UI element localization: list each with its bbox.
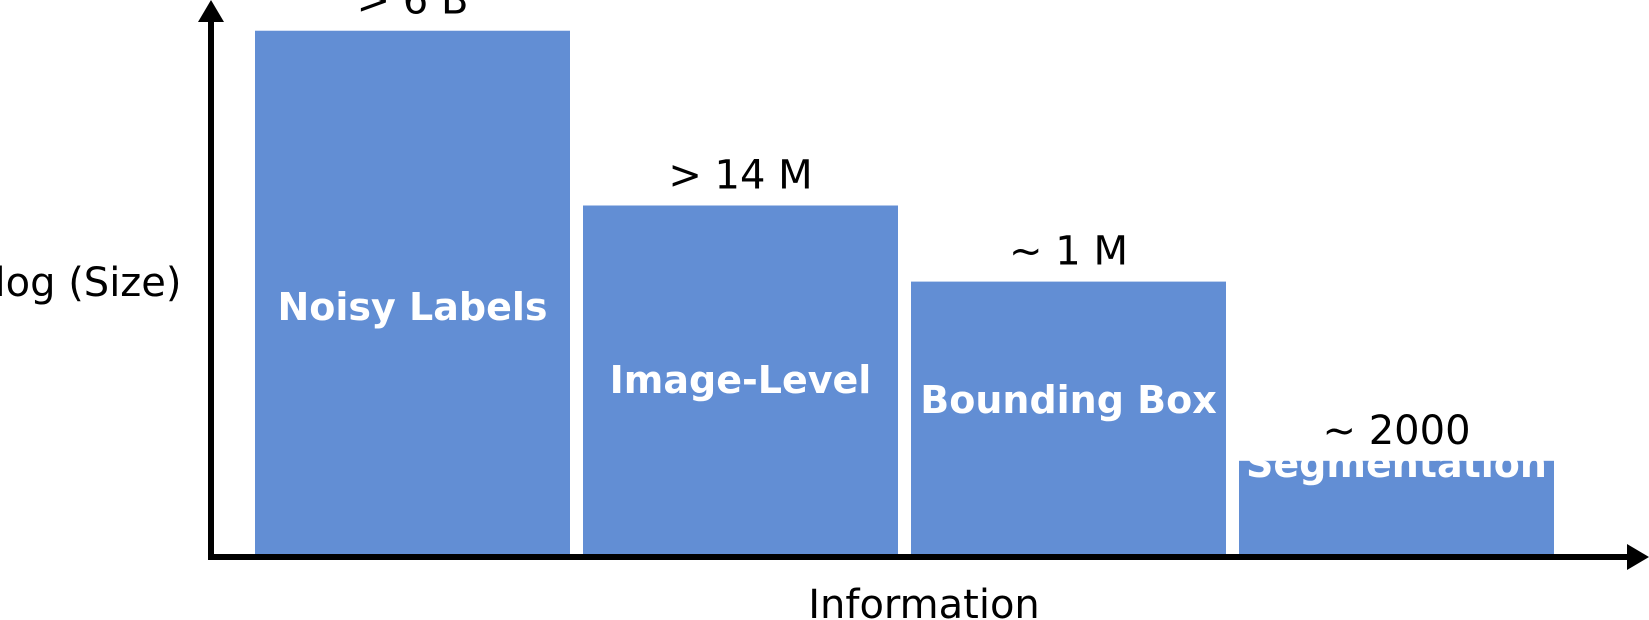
x-axis-arrow-icon [1627,544,1649,570]
bar-category-label-1: Image-Level [610,358,872,402]
bar-category-label-0: Noisy Labels [277,285,547,329]
bar-0 [255,30,570,555]
bar-value-label-3: ~ 2000 [1322,408,1470,454]
bar-value-label-0: > 6 B [357,0,469,24]
bar-category-label-2: Bounding Box [920,378,1216,422]
y-axis-arrow-icon [198,0,224,22]
x-axis-title: Information [808,582,1040,620]
bars-group: > 6 B Noisy Labels > 14 M Image-Level ~ 1 M B… [255,0,1554,555]
bar-category-label-3: Segmentation [1246,442,1547,486]
bar-2 [911,281,1226,555]
bar-value-label-1: > 14 M [668,152,812,198]
bar-value-label-2: ~ 1 M [1009,229,1128,275]
bar-3 [1239,460,1554,555]
bar-1 [583,205,898,555]
y-axis-title: log (Size) [0,260,182,306]
